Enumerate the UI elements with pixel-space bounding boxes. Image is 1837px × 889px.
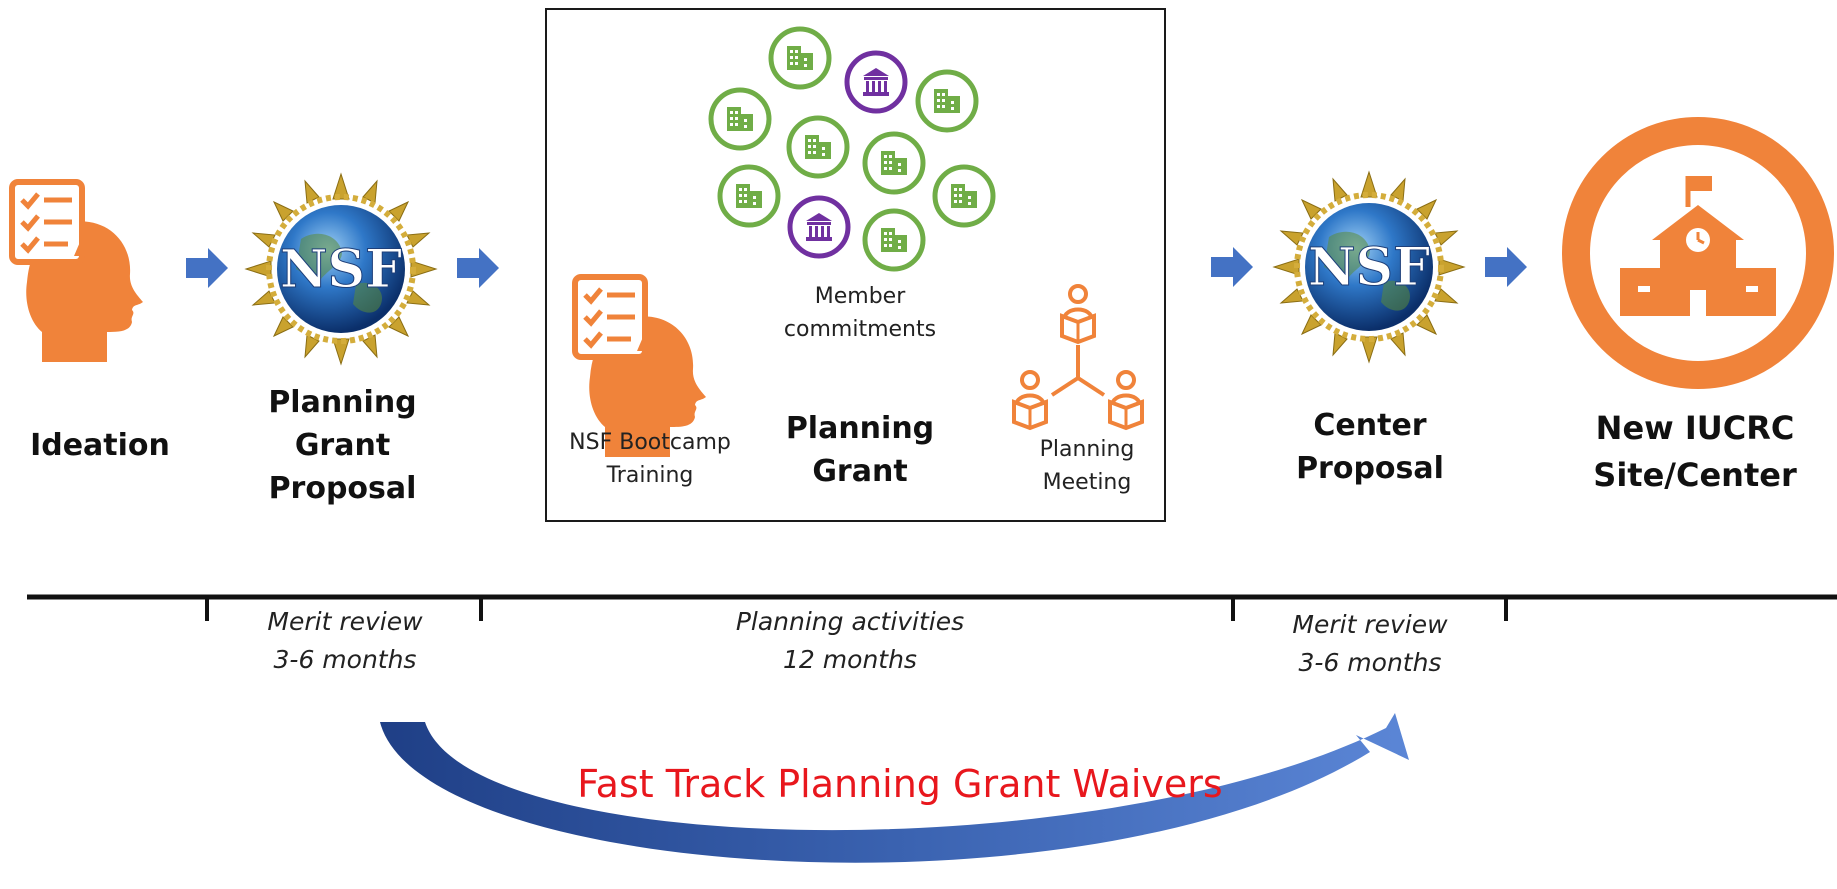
label-line: Planning activities [735, 607, 965, 636]
label-line: Planning [1039, 437, 1135, 462]
nsf-logo-text: NSF [280, 239, 402, 300]
planning-grant-box [545, 8, 1166, 522]
ideation-label: Ideation [30, 428, 170, 463]
arrow-right-icon [1485, 247, 1527, 287]
merit-review-1-label: Merit review 3-6 months [230, 603, 460, 679]
label-line: Proposal [1296, 451, 1444, 486]
planning-activities-label: Planning activities 12 months [700, 603, 1000, 679]
member-commitments-label: Member commitments [760, 280, 960, 346]
new-center-label: New IUCRC Site/Center [1560, 405, 1830, 499]
timeline [27, 594, 1837, 621]
planning-grant-proposal-label: Planning Grant Proposal [240, 381, 445, 510]
planning-grant-label: Planning Grant [760, 407, 960, 493]
label-line: Grant [812, 454, 908, 489]
fast-track-arrow-icon [380, 713, 1409, 863]
label-line: Merit review [1292, 610, 1448, 639]
label-line: 12 months [783, 645, 917, 674]
fast-track-label: Fast Track Planning Grant Waivers [577, 762, 1223, 806]
label-line: Training [606, 463, 694, 488]
label-line: Proposal [268, 471, 417, 506]
label-line: New IUCRC [1595, 409, 1795, 447]
label-line: 3-6 months [273, 645, 417, 674]
label-line: Center [1313, 408, 1427, 443]
label-line: Site/Center [1593, 456, 1797, 494]
label-line: Meeting [1042, 470, 1132, 495]
planning-meeting-label: Planning Meeting [1022, 433, 1152, 499]
arrow-right-icon [457, 248, 499, 288]
bootcamp-label: NSF Bootcamp Training [560, 426, 740, 492]
nsf-logo-icon: NSF [1274, 172, 1464, 362]
label-line: Planning [268, 385, 417, 420]
school-building-icon [1562, 117, 1834, 389]
nsf-logo-icon: NSF [246, 174, 436, 364]
label-line: 3-6 months [1298, 648, 1442, 677]
label-line: commitments [783, 317, 937, 342]
label-line: Planning [785, 411, 935, 446]
arrow-right-icon [186, 248, 228, 288]
planning-meeting-icon [1012, 284, 1144, 430]
label-line: Merit review [267, 607, 423, 636]
label-line: Member [814, 284, 906, 309]
center-proposal-label: Center Proposal [1270, 404, 1470, 490]
ideation-head-icon [12, 182, 143, 362]
label-line: Grant [294, 428, 391, 463]
label-line: NSF Bootcamp [569, 430, 731, 455]
nsf-logo-text: NSF [1308, 237, 1430, 298]
merit-review-2-label: Merit review 3-6 months [1255, 606, 1485, 682]
arrow-right-icon [1211, 247, 1253, 287]
